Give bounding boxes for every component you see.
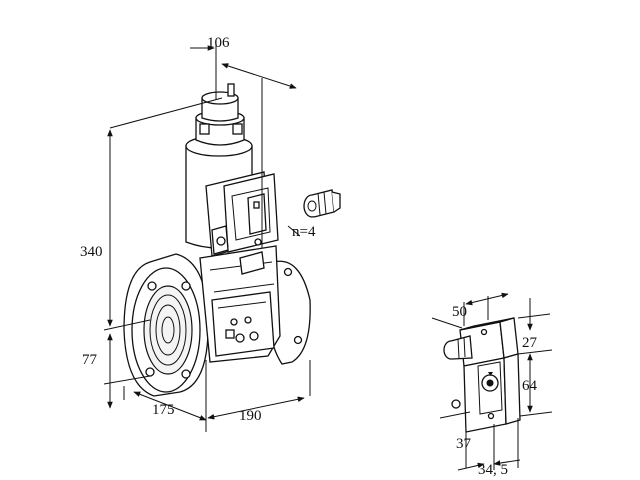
dim-37: 37 (456, 436, 472, 452)
dim-64: 64 (522, 378, 538, 394)
dim-34-5: 34, 5 (478, 462, 508, 478)
dim-27: 27 (522, 335, 538, 351)
dim-190: 190 (239, 408, 262, 424)
dim-77: 77 (82, 352, 98, 368)
dim-106: 106 (207, 35, 230, 51)
dim-175: 175 (152, 402, 175, 418)
connector-drawing (431, 292, 553, 471)
dim-340: 340 (80, 244, 103, 260)
gas-valve-drawing (103, 40, 341, 432)
dim-flange-holes: n=4 (292, 224, 316, 240)
dim-50: 50 (452, 304, 467, 320)
cable-gland-drawing (303, 189, 341, 218)
